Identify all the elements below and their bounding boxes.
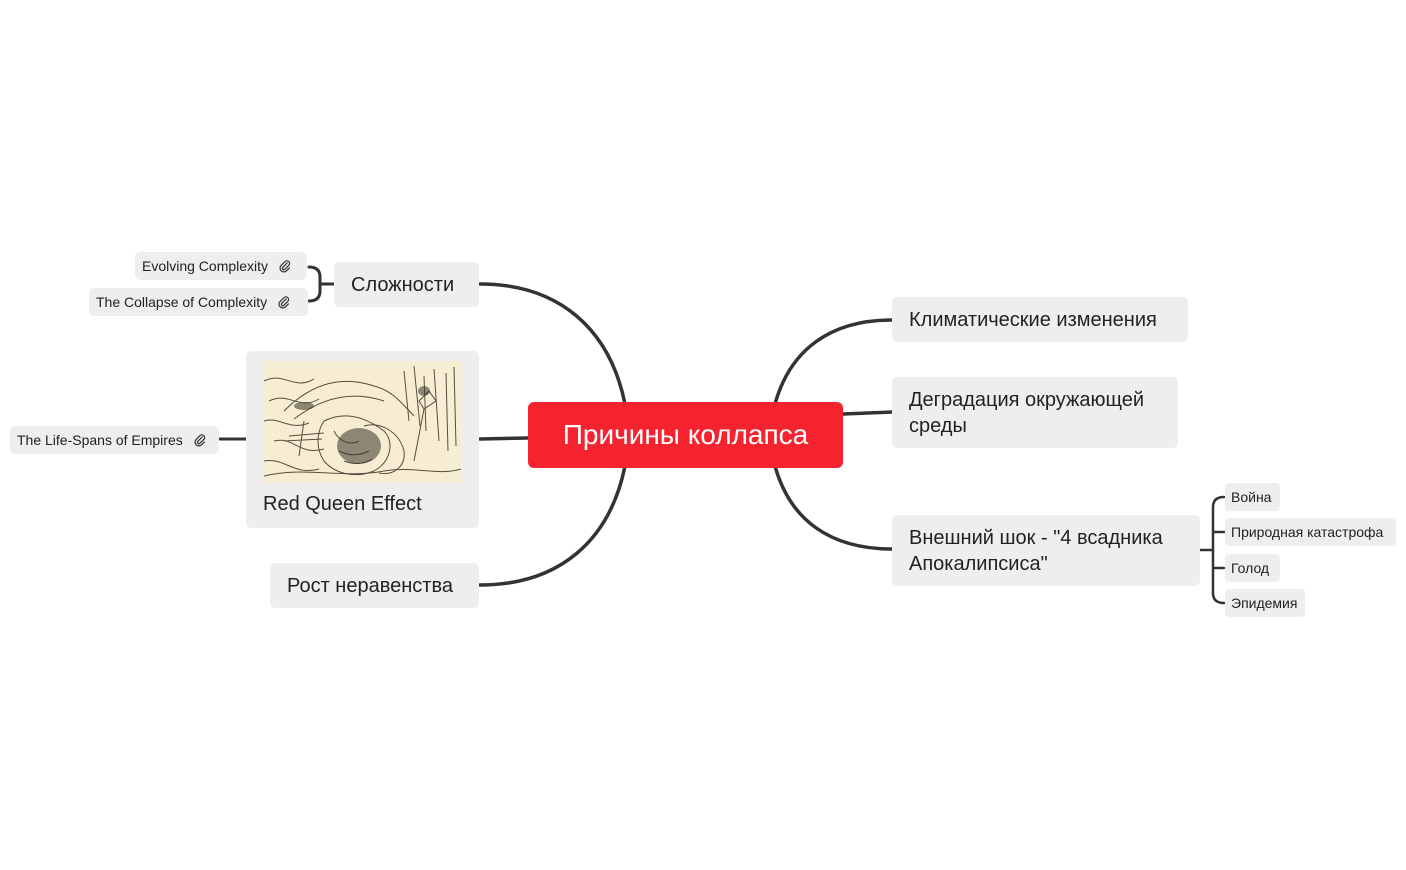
red-queen-engraving-image [264,361,461,483]
connector-external-shock [773,464,894,551]
link-life-spans-of-empires[interactable]: The Life-Spans of Empires [10,426,219,454]
connector-complexity [478,282,627,406]
subtopic-famine[interactable]: Голод [1225,554,1280,582]
link-evolving-complexity[interactable]: Evolving Complexity [135,252,307,280]
subtopic-war[interactable]: Война [1225,483,1280,511]
connector-inequality [478,464,627,587]
paperclip-icon[interactable] [193,433,207,447]
connector-environment [841,410,894,416]
bracket-external-shock [1198,495,1226,605]
subtopic-epidemic[interactable]: Эпидемия [1225,589,1305,617]
paperclip-icon[interactable] [277,295,291,309]
link-evolving-complexity-label: Evolving Complexity [142,258,269,274]
connector-climate [773,318,894,406]
topic-inequality[interactable]: Рост неравенства [270,563,479,608]
topic-complexity-label: Сложности [351,273,455,296]
topic-complexity[interactable]: Сложности [334,262,479,307]
connector-red-queen [478,436,530,441]
subtopic-war-label: Война [1231,489,1272,505]
subtopic-famine-label: Голод [1231,560,1270,576]
link-life-spans-of-empires-label: The Life-Spans of Empires [17,432,183,448]
link-collapse-of-complexity[interactable]: The Collapse of Complexity [89,288,308,316]
central-topic[interactable]: Причины коллапса [528,402,843,468]
topic-climate-label: Климатические изменения [909,308,1157,331]
topic-climate[interactable]: Климатические изменения [892,297,1188,342]
subtopic-natural-disaster[interactable]: Природная катастрофа [1225,518,1396,546]
topic-environment-label: Деградация окружающей среды [909,388,1145,437]
topic-external-shock-label: Внешний шок - "4 всадника Апокалипсиса" [909,526,1163,575]
bracket-complexity [307,265,336,303]
topic-red-queen[interactable]: Red Queen Effect [246,351,479,528]
subtopic-epidemic-label: Эпидемия [1231,595,1298,611]
link-collapse-of-complexity-label: The Collapse of Complexity [96,294,268,310]
topic-inequality-label: Рост неравенства [287,574,453,597]
central-topic-label: Причины коллапса [562,419,809,450]
subtopic-natural-disaster-label: Природная катастрофа [1231,524,1384,540]
topic-red-queen-label: Red Queen Effect [263,493,422,515]
topic-environment[interactable]: Деградация окружающей среды [892,377,1178,448]
paperclip-icon[interactable] [278,259,292,273]
topic-external-shock[interactable]: Внешний шок - "4 всадника Апокалипсиса" [892,515,1200,586]
